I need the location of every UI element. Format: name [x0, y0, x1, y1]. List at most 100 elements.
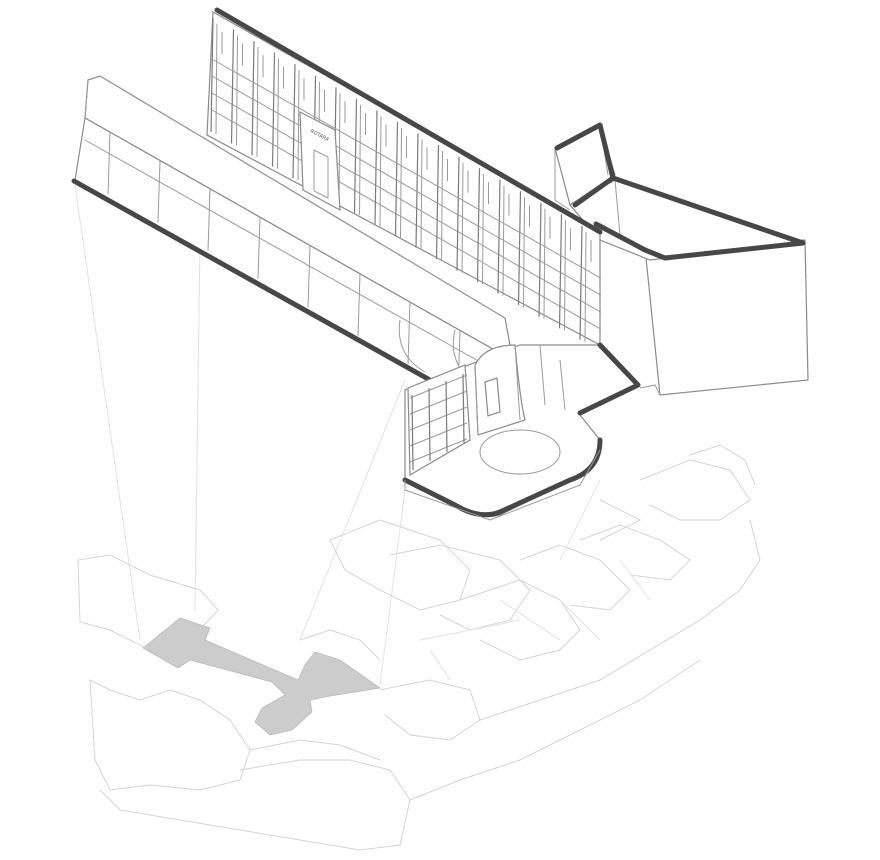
- shelf-board: [437, 202, 458, 215]
- shelf-board: [334, 161, 356, 175]
- shelf-board: [293, 104, 315, 118]
- shelf-board: [416, 191, 438, 204]
- shelf-board: [416, 208, 438, 221]
- shelf-board: [580, 266, 602, 279]
- shelf-board: [539, 243, 561, 256]
- shelf-board: [273, 127, 294, 140]
- shelf-board: [519, 282, 540, 296]
- shelf-board: [232, 87, 253, 100]
- shelf-board: [232, 121, 253, 134]
- window-mullion: [207, 188, 211, 251]
- window-transom: [84, 139, 499, 373]
- window-mullion: [257, 217, 261, 280]
- shelf-board: [334, 144, 356, 158]
- shelf-board: [252, 115, 274, 129]
- shelf-board: [580, 283, 602, 296]
- shelf-board: [375, 201, 397, 215]
- shelf-board: [457, 197, 479, 210]
- bay-shelf-board: [409, 390, 468, 415]
- shelf-board: [437, 185, 458, 198]
- round-table: [479, 429, 561, 475]
- bay-shelf-upright: [428, 387, 431, 462]
- shelf-board: [273, 144, 294, 157]
- shelf-board: [396, 179, 417, 192]
- shelf-board: [252, 98, 274, 112]
- shelf-upright: [415, 133, 419, 248]
- shelf-board: [416, 174, 438, 187]
- shelf-board: [519, 248, 540, 262]
- shelf-upright: [476, 168, 481, 283]
- window-mullion: [357, 273, 361, 336]
- side-volume: [554, 122, 809, 396]
- shelf-board: [211, 58, 233, 71]
- front-wall-cut-edge: [71, 178, 433, 383]
- shelf-upright: [558, 214, 563, 329]
- shelf-upright: [353, 98, 358, 213]
- shelf-board: [580, 317, 602, 330]
- shelf-board: [560, 288, 581, 302]
- shelf-board: [416, 225, 438, 238]
- shelf-board: [539, 260, 561, 273]
- bay-shelf-upright: [445, 380, 448, 453]
- bay-shelf-board: [409, 422, 468, 447]
- shelf-board: [252, 81, 274, 95]
- shelf-upright: [230, 29, 235, 144]
- shelf-upright: [271, 52, 276, 167]
- shelf-board: [375, 150, 397, 164]
- shelf-upright: [579, 225, 583, 340]
- shelf-board: [211, 109, 233, 122]
- shelf-board: [252, 132, 274, 146]
- shelf-board: [396, 213, 417, 226]
- window-mullion: [157, 160, 161, 223]
- shelf-board: [355, 173, 376, 186]
- shelf-board: [211, 75, 233, 88]
- shelf-board: [498, 254, 520, 267]
- shelf-board: [375, 167, 397, 181]
- shelf-board: [539, 294, 561, 307]
- shelf-board: [396, 162, 417, 175]
- bay-shelf-board: [409, 406, 468, 431]
- highlighted-footprint: [142, 617, 382, 736]
- site-plan: [77, 444, 761, 851]
- shelf-board: [498, 271, 520, 284]
- shelf-board: [396, 196, 417, 209]
- shelf-board: [232, 104, 253, 117]
- shelf-board: [273, 110, 294, 123]
- bay-shelving: [407, 364, 471, 477]
- shelf-upright: [517, 191, 522, 306]
- shelf-board: [314, 116, 335, 129]
- back-wall-cut-edge: [214, 7, 603, 235]
- shelf-board: [478, 259, 499, 273]
- shelf-board: [478, 242, 499, 256]
- floor-slab-cut-edge: [402, 437, 603, 518]
- shelf-board: [478, 208, 499, 222]
- shelf-board: [457, 214, 479, 227]
- shelf-board: [334, 127, 356, 141]
- shelf-board: [580, 300, 602, 313]
- shelf-upright: [251, 41, 255, 156]
- shelf-upright: [292, 64, 296, 179]
- shelf-upright: [374, 110, 378, 225]
- shelf-board: [560, 254, 581, 268]
- shelf-board: [355, 190, 376, 203]
- shelf-board: [437, 219, 458, 232]
- shelf-board: [232, 70, 253, 83]
- window-mullion: [307, 245, 311, 308]
- shelf-upright: [435, 145, 440, 260]
- shelf-board: [211, 92, 233, 105]
- shelf-board: [519, 265, 540, 279]
- shelf-board: [437, 236, 458, 249]
- shelf-board: [539, 277, 561, 290]
- shelf-board: [375, 184, 397, 198]
- shelf-board: [560, 271, 581, 285]
- shelf-board: [457, 248, 479, 261]
- shelf-upright: [210, 17, 214, 133]
- shelf-board: [478, 225, 499, 239]
- window-mullion: [107, 132, 111, 195]
- window-mullion: [407, 302, 411, 365]
- bay-shelf-upright: [462, 373, 465, 444]
- bay-shelf-board: [409, 374, 468, 399]
- shelf-upright: [497, 179, 501, 294]
